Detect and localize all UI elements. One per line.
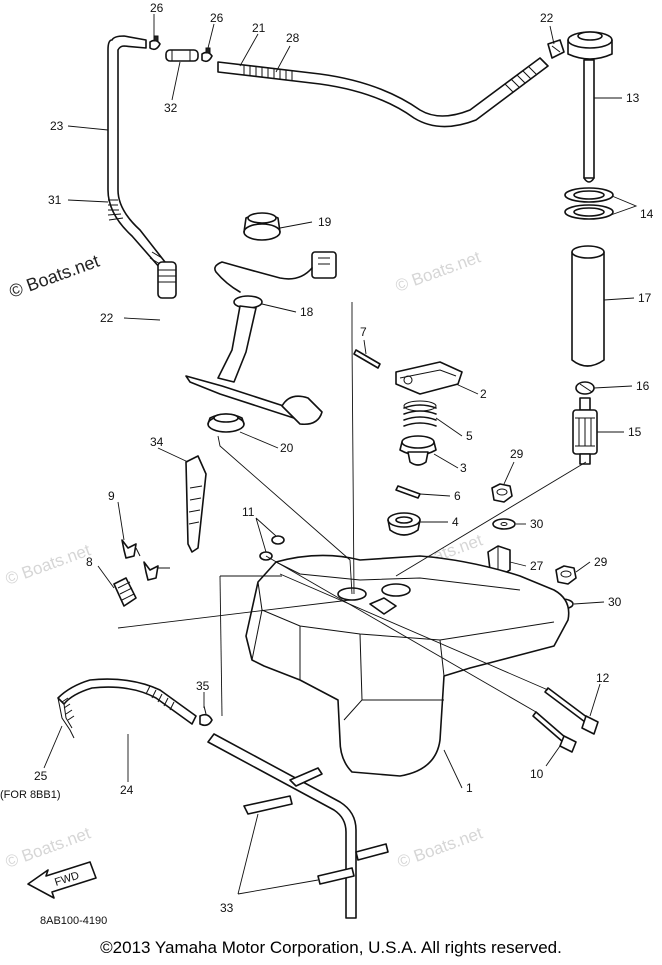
band-34[interactable] bbox=[185, 455, 207, 553]
label-25-note: (FOR 8BB1) bbox=[0, 789, 61, 801]
watermark-mid-right: © Boats.net bbox=[393, 247, 483, 295]
label-1: 1 bbox=[466, 781, 473, 795]
label-4: 4 bbox=[452, 515, 459, 529]
label-6: 6 bbox=[454, 489, 461, 503]
label-22-left: 22 bbox=[100, 311, 114, 325]
label-30-lower: 30 bbox=[608, 595, 622, 609]
clamp-16[interactable] bbox=[575, 381, 595, 395]
damper-8[interactable] bbox=[113, 577, 137, 607]
leader-lines bbox=[43, 14, 638, 895]
label-20: 20 bbox=[280, 441, 294, 455]
label-5: 5 bbox=[466, 429, 473, 443]
label-3: 3 bbox=[460, 461, 467, 475]
nut-29-upper[interactable] bbox=[491, 483, 513, 503]
cap-3[interactable] bbox=[399, 435, 437, 466]
label-26-left: 26 bbox=[150, 1, 164, 15]
filler-cap-13[interactable] bbox=[567, 31, 613, 183]
label-35: 35 bbox=[196, 679, 210, 693]
label-15: 15 bbox=[628, 425, 642, 439]
pin-7[interactable] bbox=[353, 349, 381, 369]
label-27: 27 bbox=[530, 559, 544, 573]
label-31: 31 bbox=[48, 193, 62, 207]
label-11: 11 bbox=[242, 505, 255, 519]
sending-unit-18[interactable] bbox=[185, 251, 337, 426]
label-28: 28 bbox=[286, 31, 300, 45]
label-2: 2 bbox=[480, 387, 487, 401]
clip-26-right[interactable] bbox=[201, 47, 213, 63]
gasket-14[interactable] bbox=[564, 187, 614, 220]
forward-arrow: FWD bbox=[27, 861, 97, 899]
diagram-code: 8AB100-4190 bbox=[40, 915, 107, 927]
label-9: 9 bbox=[108, 489, 115, 503]
label-29-upper: 29 bbox=[510, 447, 524, 461]
label-14: 14 bbox=[640, 207, 654, 221]
clip-26-left[interactable] bbox=[149, 35, 161, 51]
label-7: 7 bbox=[360, 325, 367, 339]
label-12: 12 bbox=[596, 671, 610, 685]
filler-tube-17[interactable] bbox=[571, 245, 605, 367]
label-10: 10 bbox=[530, 767, 544, 781]
bolt-10[interactable] bbox=[532, 711, 577, 753]
watermark-dark: © Boats.net bbox=[7, 251, 102, 302]
gasket-4[interactable] bbox=[387, 512, 421, 536]
label-8: 8 bbox=[86, 555, 93, 569]
washer-11[interactable] bbox=[259, 535, 285, 561]
nut-29-lower[interactable] bbox=[555, 565, 577, 585]
label-18: 18 bbox=[300, 305, 314, 319]
label-16: 16 bbox=[636, 379, 650, 393]
label-33: 33 bbox=[220, 901, 234, 915]
washer-30-upper[interactable] bbox=[492, 518, 516, 530]
label-29-lower: 29 bbox=[594, 555, 608, 569]
clip-35[interactable] bbox=[199, 705, 213, 727]
pin-6[interactable] bbox=[395, 485, 421, 499]
pipe-33[interactable] bbox=[207, 733, 389, 919]
label-32: 32 bbox=[164, 101, 178, 115]
label-26-right: 26 bbox=[210, 11, 224, 25]
grommet-20[interactable] bbox=[207, 413, 245, 433]
clamp-22-top[interactable] bbox=[547, 39, 565, 59]
label-22-top: 22 bbox=[540, 11, 554, 25]
watermark-bottom-right: © Boats.net bbox=[395, 823, 485, 871]
label-25: 25 bbox=[34, 769, 48, 783]
label-17: 17 bbox=[638, 291, 652, 305]
fuel-tank-exploded-diagram: © Boats.net © Boats.net © Boats.net © Bo… bbox=[0, 1, 654, 927]
lever-2[interactable] bbox=[395, 361, 463, 395]
label-19: 19 bbox=[318, 215, 332, 229]
label-24: 24 bbox=[120, 783, 134, 797]
label-34: 34 bbox=[150, 435, 164, 449]
label-13: 13 bbox=[626, 91, 640, 105]
copyright-notice: ©2013 Yamaha Motor Corporation, U.S.A. A… bbox=[100, 938, 562, 957]
joint-32[interactable] bbox=[165, 49, 199, 62]
watermark-left: © Boats.net bbox=[3, 540, 93, 588]
grommet-19[interactable] bbox=[243, 212, 281, 241]
label-30-upper: 30 bbox=[530, 517, 544, 531]
clip-9[interactable] bbox=[121, 539, 170, 581]
part-labels: 26 26 21 28 32 23 31 22 22 13 14 17 16 1… bbox=[0, 1, 654, 927]
label-23: 23 bbox=[50, 119, 64, 133]
spring-5[interactable] bbox=[403, 400, 437, 427]
fuel-filter-15[interactable] bbox=[572, 397, 598, 465]
vent-hose-23[interactable] bbox=[107, 35, 177, 299]
bolt-12[interactable] bbox=[544, 687, 599, 735]
label-21: 21 bbox=[252, 21, 266, 35]
hose-24[interactable] bbox=[57, 678, 197, 739]
hose-21[interactable] bbox=[217, 57, 549, 128]
fuel-tank-1[interactable] bbox=[245, 554, 570, 777]
